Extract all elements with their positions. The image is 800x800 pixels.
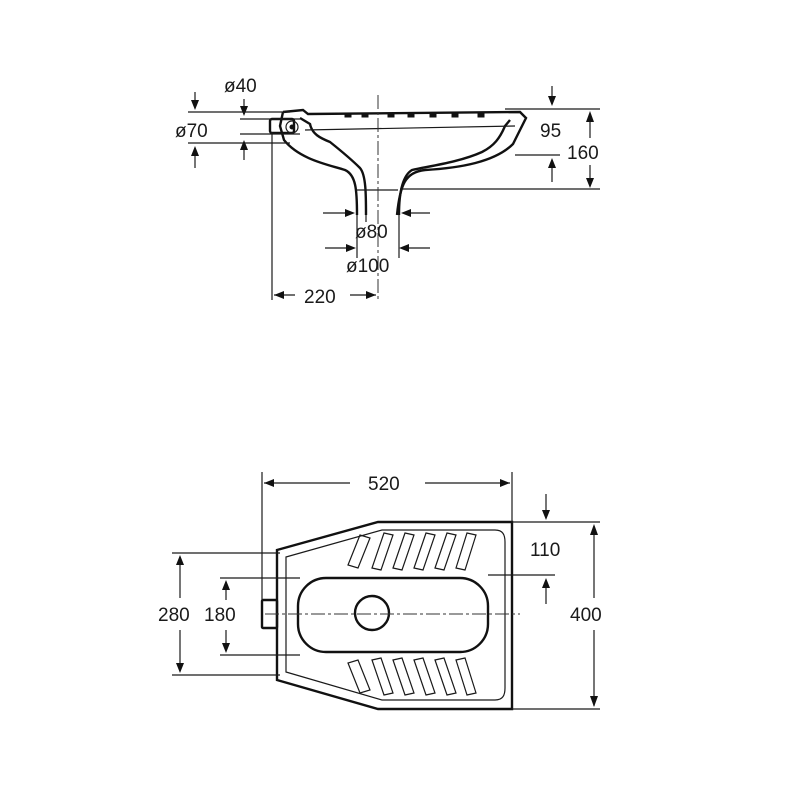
drain-hole — [353, 594, 391, 632]
bowl-outer-profile — [278, 108, 528, 216]
rim-slots — [344, 113, 485, 118]
label-height-95: 95 — [540, 121, 561, 142]
label-width-400: 400 — [570, 605, 602, 626]
pan-inner-outline — [285, 529, 506, 701]
label-width-180: 180 — [204, 605, 236, 626]
upper-foot-grooves — [347, 532, 477, 571]
label-offset-110: 110 — [530, 540, 560, 561]
label-dia-70: ø70 — [175, 121, 208, 142]
lower-foot-grooves — [347, 657, 477, 696]
label-height-160: 160 — [567, 143, 599, 164]
label-width-280: 280 — [158, 605, 190, 626]
top-view: 520 400 110 280 180 — [158, 472, 602, 711]
bowl-inner-profile — [299, 116, 511, 216]
label-dia-80: ø80 — [355, 222, 388, 243]
label-offset-220: 220 — [304, 287, 336, 308]
label-dia-40: ø40 — [224, 76, 257, 97]
bowl-rim-line — [304, 125, 516, 131]
inlet-nozzle — [268, 117, 299, 135]
pan-trough — [296, 576, 490, 654]
side-view: ø40 ø70 95 160 ø80 ø10 — [175, 76, 600, 308]
label-length-520: 520 — [368, 474, 400, 495]
label-dia-100: ø100 — [346, 256, 389, 277]
